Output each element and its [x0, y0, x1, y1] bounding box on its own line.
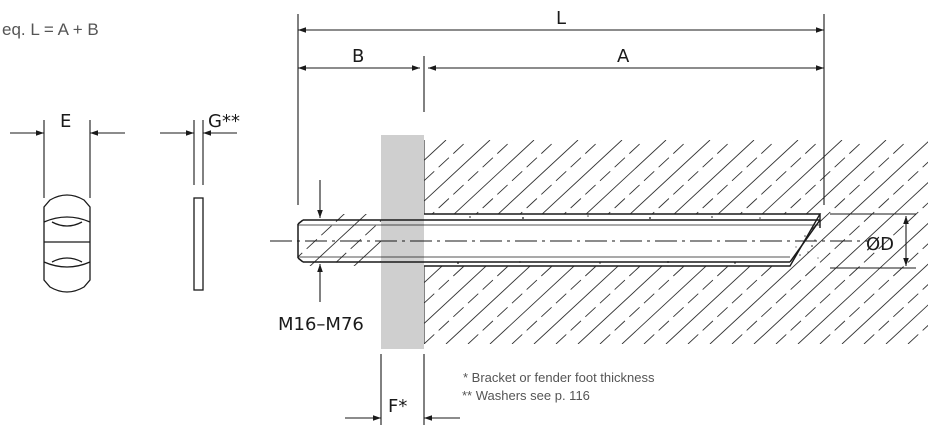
- note-washers: ** Washers see p. 116: [462, 388, 590, 403]
- hatch-line: [731, 140, 928, 344]
- hatch-line: [863, 140, 928, 344]
- note-bracket: * Bracket or fender foot thickness: [463, 370, 655, 385]
- hex-nut: [43, 194, 91, 293]
- hatch-line: [753, 140, 928, 344]
- dimension-b-a: [298, 56, 824, 112]
- length-equation: eq. L = A + B: [2, 20, 99, 39]
- hatch-line: [797, 140, 928, 344]
- hatch-line: [907, 140, 928, 344]
- label-a: A: [617, 46, 630, 67]
- hatch-line: [775, 140, 928, 344]
- label-b: B: [352, 46, 364, 67]
- hatch-line: [885, 140, 928, 344]
- dimension-l: [297, 14, 825, 205]
- dimension-e: [10, 120, 125, 198]
- label-f: F*: [388, 396, 407, 417]
- hatch-line: [819, 140, 928, 344]
- bracket-plate: [381, 135, 424, 349]
- hatch-line: [709, 140, 928, 344]
- label-e: E: [60, 111, 71, 132]
- drill-hole: [424, 213, 822, 267]
- hatch-line: [841, 140, 928, 344]
- hatch-line: [298, 140, 469, 344]
- label-l: L: [556, 8, 566, 29]
- label-thread: M16–M76: [278, 314, 364, 335]
- label-d: ØD: [866, 234, 894, 255]
- threaded-rod: [297, 219, 821, 263]
- label-g: G**: [208, 111, 240, 132]
- dimension-g: [160, 120, 237, 185]
- dimension-d: [830, 213, 916, 269]
- washer: [193, 197, 204, 291]
- dimension-f: [345, 354, 460, 425]
